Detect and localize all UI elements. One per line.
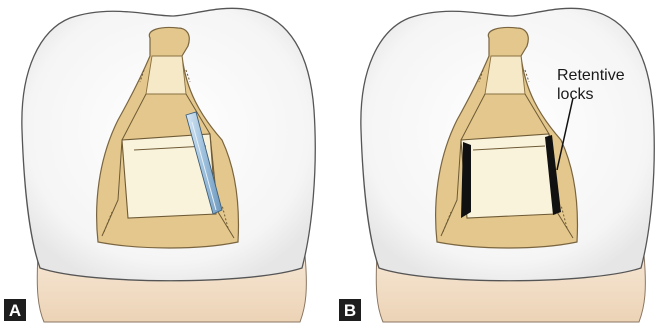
- callout-locks: locks: [557, 86, 593, 103]
- isthmus-floor: [485, 56, 525, 94]
- panel-b: Retentive locks B: [339, 8, 654, 322]
- panel-a-label: A: [4, 299, 26, 321]
- panel-b-label: B: [339, 299, 361, 321]
- panel-b-label-text: B: [344, 301, 356, 320]
- callout-retentive: Retentive: [557, 67, 625, 84]
- panel-a-label-text: A: [9, 301, 21, 320]
- panel-a: A: [4, 8, 315, 322]
- isthmus-floor: [146, 56, 186, 94]
